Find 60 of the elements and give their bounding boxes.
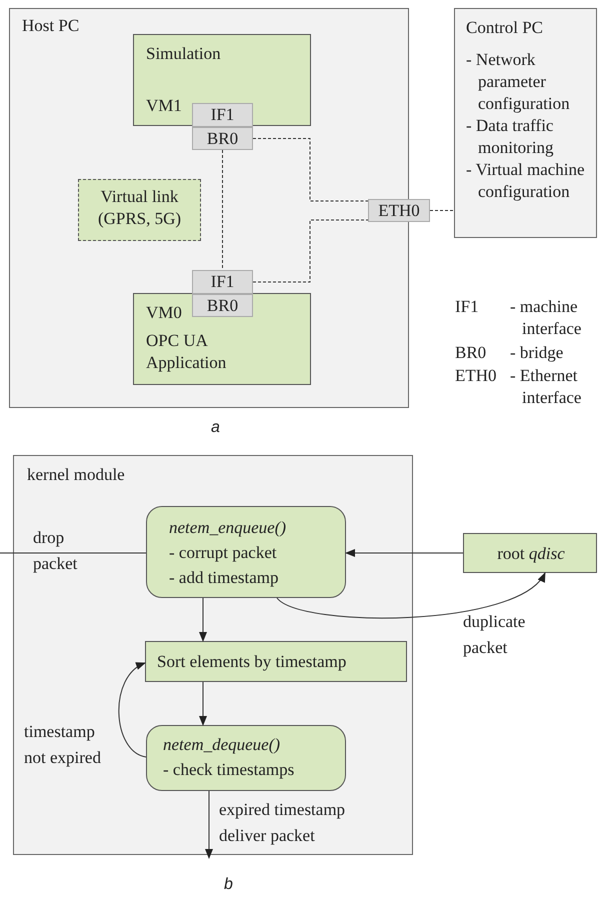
node-label: BR0 [206,295,240,316]
dashed-connector [252,138,368,202]
process-box [463,533,597,573]
process-box [145,641,407,682]
node-label: Virtual link (GPRS, 5G) [96,186,182,230]
node-title: Control PC [466,17,544,39]
node-title: Host PC [22,15,80,37]
bridge-box [192,294,253,317]
node-title: Simulation [146,43,222,65]
abbreviation: ETH0 [455,365,498,387]
arrow [199,598,207,642]
dashed-connector [430,210,454,211]
arrow [118,662,146,758]
edge-label: duplicate packet [463,611,526,659]
node-text: - Network parameter configuration [466,49,571,115]
container-box [13,455,413,855]
node-text: - Data traffic monitoring [466,115,555,159]
process-box [146,725,346,791]
node-text: - check timestamps [163,759,296,781]
arrow [205,790,213,859]
process-box [146,506,346,598]
vm-box [133,34,311,126]
node-text: - corrupt packet [169,542,278,564]
node-label: ETH0 [377,200,421,221]
ethernet-box [368,199,430,222]
arrow [276,572,546,619]
abbreviation-definition: - machine interface [510,296,582,340]
node-text: OPC UA Application [146,330,228,374]
node-title: root qdisc [496,543,566,565]
node-title: VM0 [146,302,183,324]
node-title: netem_enqueue() [169,517,288,539]
node-text: - Virtual machine configuration [466,159,586,203]
node-text: - add timestamp [169,567,280,589]
edge-label: timestamp not expired [24,721,102,769]
arrow [199,682,207,726]
link-box [78,179,201,241]
vm-box [133,293,311,385]
abbreviation-definition: - Ethernet interface [510,365,582,409]
node-label: IF1 [210,104,236,125]
abbreviation: BR0 [455,342,488,364]
node-title: netem_dequeue() [163,734,282,756]
bridge-box [192,127,253,150]
dashed-connector [222,150,223,270]
node-text: VM1 [146,95,183,117]
arrow [345,549,464,557]
node-label: IF1 [210,271,236,292]
node-label: BR0 [206,128,240,149]
abbreviation-definition: - bridge [510,342,564,364]
panel-letter: a [211,419,220,437]
abbreviation: IF1 [455,296,480,318]
edge-label: drop packet [33,527,78,575]
connector-line [0,552,146,554]
node-title: Sort elements by timestamp [157,651,348,673]
interface-box [192,103,253,127]
edge-label: expired timestamp deliver packet [219,799,346,847]
interface-box [192,270,253,294]
node-title: kernel module [27,464,126,486]
control-pc-box [454,8,597,238]
panel-letter: b [224,876,233,894]
dashed-connector [252,220,368,282]
